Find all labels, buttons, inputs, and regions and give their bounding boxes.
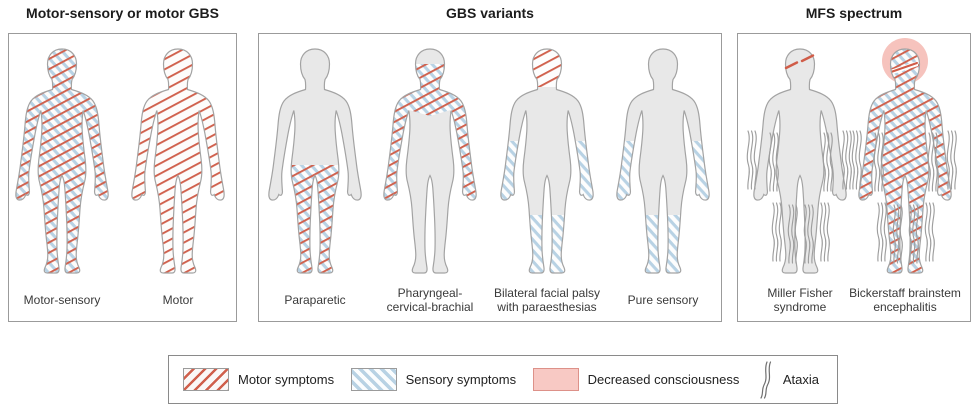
figure-pure-sensory	[616, 48, 710, 274]
label-miller-fisher: Miller Fisher syndrome	[767, 286, 833, 314]
legend: Motor symptoms Sensory symptoms Decrease…	[168, 355, 838, 404]
label-bilateral-facial-palsy: Bilateral facial palsy with paraesthesia…	[493, 286, 601, 314]
ophthalmoplegia-eye-slash-icon	[784, 54, 815, 70]
legend-item-sensory-symptoms: Sensory symptoms	[350, 368, 516, 391]
legend-item-decreased-consciousness: Decreased consciousness	[532, 368, 739, 391]
figure-bilateral-facial-palsy	[500, 48, 594, 274]
label-motor-sensory: Motor-sensory	[23, 293, 101, 307]
motor-hatch-swatch	[183, 368, 229, 391]
panel-title-mfs-spectrum: MFS spectrum	[805, 5, 903, 21]
figure-bickerstaff	[851, 38, 957, 274]
figure-motor-sensory	[15, 48, 109, 274]
label-motor: Motor	[162, 293, 194, 307]
figure-motor	[131, 48, 225, 274]
ophthalmoplegia-eye-band-icon	[890, 61, 918, 75]
decreased-consciousness-swatch	[532, 368, 579, 391]
panel-title-motor-sensory-gbs: Motor-sensory or motor GBS	[26, 5, 219, 21]
panel-title-gbs-variants: GBS variants	[446, 5, 534, 21]
legend-item-motor-symptoms: Motor symptoms	[183, 368, 334, 391]
figure-pharyngeal-cervical-brachial	[383, 48, 477, 274]
label-pure-sensory: Pure sensory	[627, 293, 699, 307]
figure-paraparetic	[268, 48, 362, 274]
label-pharyngeal-cervical-brachial: Pharyngeal- cervical-brachial	[386, 286, 474, 314]
label-bickerstaff: Bickerstaff brainstem encephalitis	[849, 286, 961, 314]
ataxia-icon	[760, 360, 771, 399]
sensory-hatch-swatch	[350, 368, 397, 391]
label-paraparetic: Paraparetic	[284, 293, 346, 307]
legend-item-ataxia: Ataxia	[756, 360, 819, 400]
figure-miller-fisher	[746, 48, 852, 274]
